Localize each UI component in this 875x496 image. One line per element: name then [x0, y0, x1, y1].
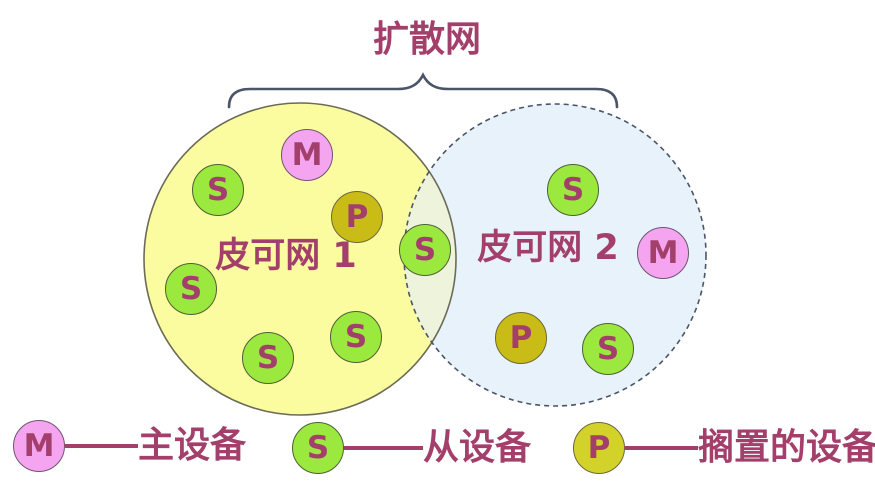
legend-master-label: 主设备: [138, 425, 247, 466]
node-slave: S: [330, 311, 382, 363]
piconet1-label: 皮可网 1: [215, 236, 357, 276]
node-slave: S: [192, 164, 244, 216]
piconet2-circle: [404, 104, 706, 406]
legend-parked-label: 搁置的设备: [698, 427, 875, 468]
legend-slave-label: 从设备: [423, 427, 532, 468]
node-master: M: [281, 129, 333, 181]
legend-dash: [344, 446, 423, 450]
node-slave-bridge: S: [399, 224, 451, 276]
node-parked: P: [331, 191, 383, 243]
node-slave: S: [547, 164, 599, 216]
legend-master-symbol: M: [13, 420, 65, 472]
node-master: M: [637, 227, 689, 279]
legend-item-parked: P 搁置的设备: [573, 422, 875, 474]
node-parked: P: [495, 312, 547, 364]
legend-item-master: M 主设备: [13, 420, 246, 472]
node-slave: S: [582, 323, 634, 375]
piconet2-label: 皮可网 2: [477, 228, 619, 268]
legend-dash: [625, 446, 698, 450]
legend-parked-symbol: P: [573, 422, 625, 474]
legend-item-slave: S 从设备: [292, 422, 531, 474]
legend-dash: [65, 444, 138, 448]
scatternet-title: 扩散网: [372, 19, 481, 60]
piconet1-outline: [143, 102, 457, 416]
legend-slave-symbol: S: [292, 422, 344, 474]
node-slave: S: [165, 263, 217, 315]
scatternet-brace: [227, 72, 619, 109]
piconet2-outline: [403, 103, 707, 407]
node-slave: S: [242, 332, 294, 384]
